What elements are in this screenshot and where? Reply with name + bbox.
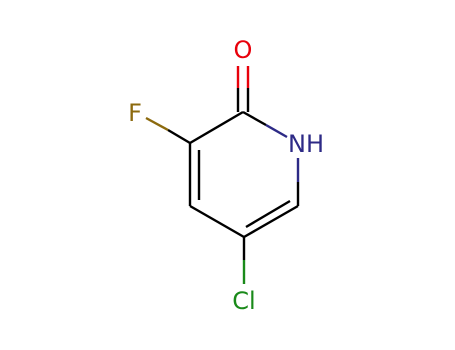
atom-nitrogen: NH [288,130,324,158]
bond-c3-c4-double [188,143,201,206]
bond-c2-o-double [236,66,250,112]
atom-chlorine: Cl [232,287,255,315]
bond-c5-c6-double [243,199,299,239]
bond-c2-n1 [242,110,288,139]
atom-oxygen: O [234,36,253,64]
bond-c3-f [145,116,191,145]
bond-c2-c3 [189,110,244,145]
atom-fluorine: F [128,99,142,127]
bond-c4-c5 [189,204,245,239]
